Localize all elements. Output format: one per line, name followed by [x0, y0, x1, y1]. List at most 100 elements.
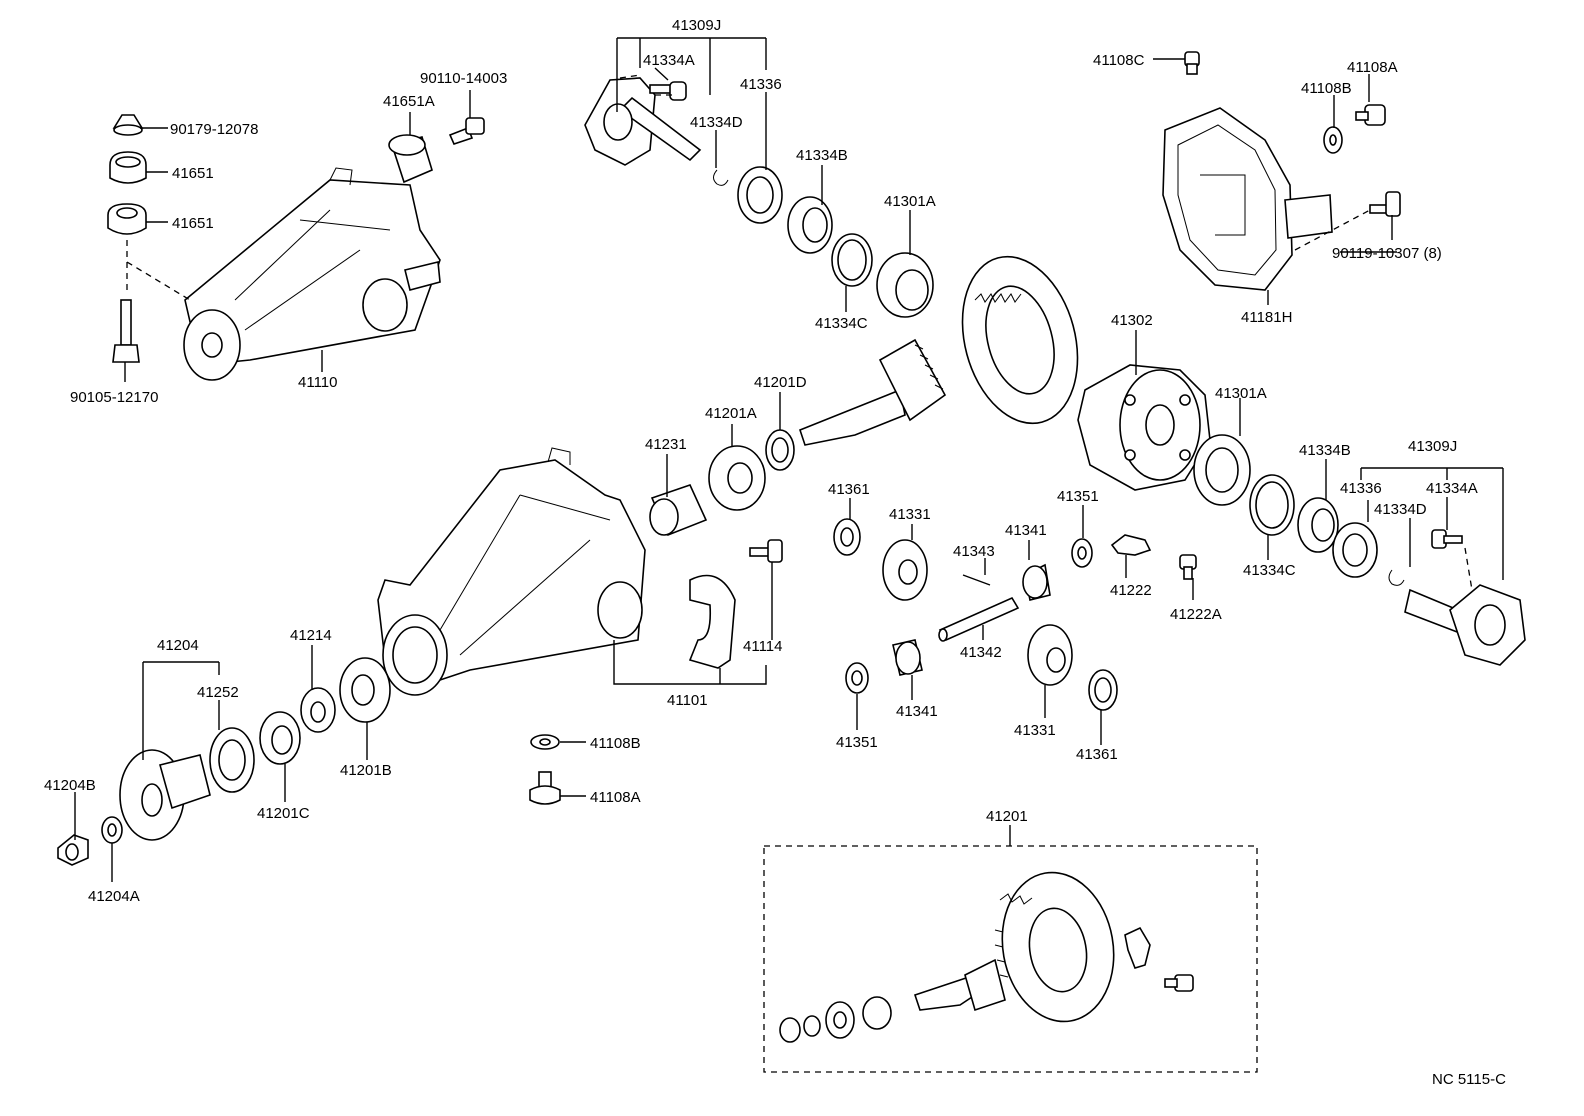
label-41309J-right: 41309J	[1408, 438, 1457, 455]
label-41334D-right: 41334D	[1374, 501, 1427, 518]
bolt-90119	[1369, 191, 1401, 217]
label-41110: 41110	[298, 374, 338, 391]
mount-bushing-41651A	[388, 134, 433, 184]
bolt-90105	[112, 299, 140, 363]
washer-41201D	[765, 429, 795, 471]
label-41651A: 41651A	[383, 93, 435, 110]
bearing-41201A	[708, 445, 766, 511]
label-41301A-top: 41301A	[884, 193, 936, 210]
plug-41108C	[1184, 51, 1200, 75]
side-gear-41331-a	[882, 539, 928, 601]
label-41201B: 41201B	[340, 762, 392, 779]
label-41334C-top: 41334C	[815, 315, 868, 332]
label-41331-b: 41331	[1014, 722, 1056, 739]
side-gear-41331-b	[1027, 624, 1073, 686]
label-41334A-top: 41334A	[643, 52, 695, 69]
thrust-washer-41351-a	[1071, 538, 1093, 568]
label-90119: 90119-10307 (8)	[1332, 245, 1442, 262]
label-41222: 41222	[1110, 582, 1152, 599]
label-41651-b: 41651	[172, 215, 214, 232]
spacer-41214	[300, 687, 336, 733]
bolt-41114	[749, 539, 783, 563]
lock-plate-41222	[1110, 534, 1152, 556]
label-41201: 41201	[986, 808, 1028, 825]
label-41361-a: 41361	[828, 481, 870, 498]
label-41301A-right: 41301A	[1215, 385, 1267, 402]
carrier-housing-41110	[183, 167, 441, 381]
label-41361-b: 41361	[1076, 746, 1118, 763]
label-41181H: 41181H	[1241, 309, 1292, 326]
label-41309J-top: 41309J	[672, 17, 721, 34]
label-41343: 41343	[953, 543, 995, 560]
label-41214: 41214	[290, 627, 332, 644]
thrust-washer-41361-b	[1088, 669, 1118, 711]
label-41204: 41204	[157, 637, 199, 654]
shim-41334C-right	[1249, 474, 1295, 536]
part-labels: 41309J 41334A 41336 41334D 41334B 41301A…	[44, 17, 1478, 905]
pinion-shaft-41342	[938, 596, 1020, 642]
diff-case-41302	[1077, 364, 1211, 491]
bearing-41334B-top	[787, 196, 833, 254]
bearing-41201B	[339, 657, 391, 723]
bearing-cup-41301A-top	[876, 252, 934, 318]
label-90110: 90110-14003	[420, 70, 507, 87]
cushion-41651-upper	[109, 151, 147, 184]
thrust-washer-41361-a	[833, 518, 861, 556]
label-41108C: 41108C	[1093, 52, 1145, 69]
nut-90179	[112, 114, 144, 136]
label-41108A-center: 41108A	[590, 789, 641, 806]
nut-41204B	[57, 834, 89, 866]
label-41302: 41302	[1111, 312, 1153, 329]
label-41231: 41231	[645, 436, 687, 453]
carrier-housing-41101	[377, 447, 646, 696]
pinion-gear-41341-b	[892, 639, 923, 676]
shim-41334C-top	[831, 233, 873, 287]
plug-41108A-center	[529, 771, 561, 805]
oil-seal-41336-top	[737, 166, 783, 224]
washer-41108B-center	[530, 734, 560, 750]
rear-cover-41181H	[1162, 107, 1333, 291]
label-41351-b: 41351	[836, 734, 878, 751]
oil-slinger-41201C	[259, 711, 301, 765]
pinion-gear-41341-a	[1022, 563, 1051, 601]
bolt-41334A-right	[1431, 529, 1463, 549]
oil-seal-41336-right	[1332, 522, 1378, 578]
cushion-41651-lower	[107, 203, 147, 235]
label-41108B-right: 41108B	[1301, 80, 1352, 97]
label-41204A: 41204A	[88, 888, 140, 905]
plug-41108A-right	[1355, 104, 1386, 126]
diagram-code: NC 5115-C	[1432, 1071, 1506, 1088]
label-41334C-right: 41334C	[1243, 562, 1296, 579]
label-41201C: 41201C	[257, 805, 310, 822]
axle-flange-41309J-right	[1404, 584, 1526, 666]
label-41108A-right: 41108A	[1347, 59, 1398, 76]
spacer-41231	[649, 484, 708, 537]
label-41334D-top: 41334D	[690, 114, 743, 131]
bolt-41222A	[1179, 554, 1197, 580]
label-41651-a: 41651	[172, 165, 214, 182]
label-41201D: 41201D	[754, 374, 807, 391]
label-41252: 41252	[197, 684, 239, 701]
washer-41108B-right	[1323, 126, 1343, 154]
label-41351-a: 41351	[1057, 488, 1099, 505]
drive-pinion	[799, 338, 947, 446]
label-41222A: 41222A	[1170, 606, 1222, 623]
label-41101: 41101	[667, 692, 708, 709]
label-41334A-right: 41334A	[1426, 480, 1478, 497]
leader-lines	[74, 37, 1504, 882]
label-41114: 41114	[743, 638, 783, 655]
bolt-41334A-left	[649, 81, 687, 101]
label-41341-b: 41341	[896, 703, 938, 720]
kit-41201-box	[763, 845, 1258, 1073]
label-41334B-top: 41334B	[796, 147, 848, 164]
label-41336-right: 41336	[1340, 480, 1382, 497]
label-41204B: 41204B	[44, 777, 96, 794]
label-41342: 41342	[960, 644, 1002, 661]
label-41331-a: 41331	[889, 506, 931, 523]
thrust-washer-41351-b	[845, 662, 869, 694]
label-41108B-center: 41108B	[590, 735, 641, 752]
label-90179: 90179-12078	[170, 121, 258, 138]
label-41336-top: 41336	[740, 76, 782, 93]
bearing-cap-41101	[688, 574, 736, 669]
